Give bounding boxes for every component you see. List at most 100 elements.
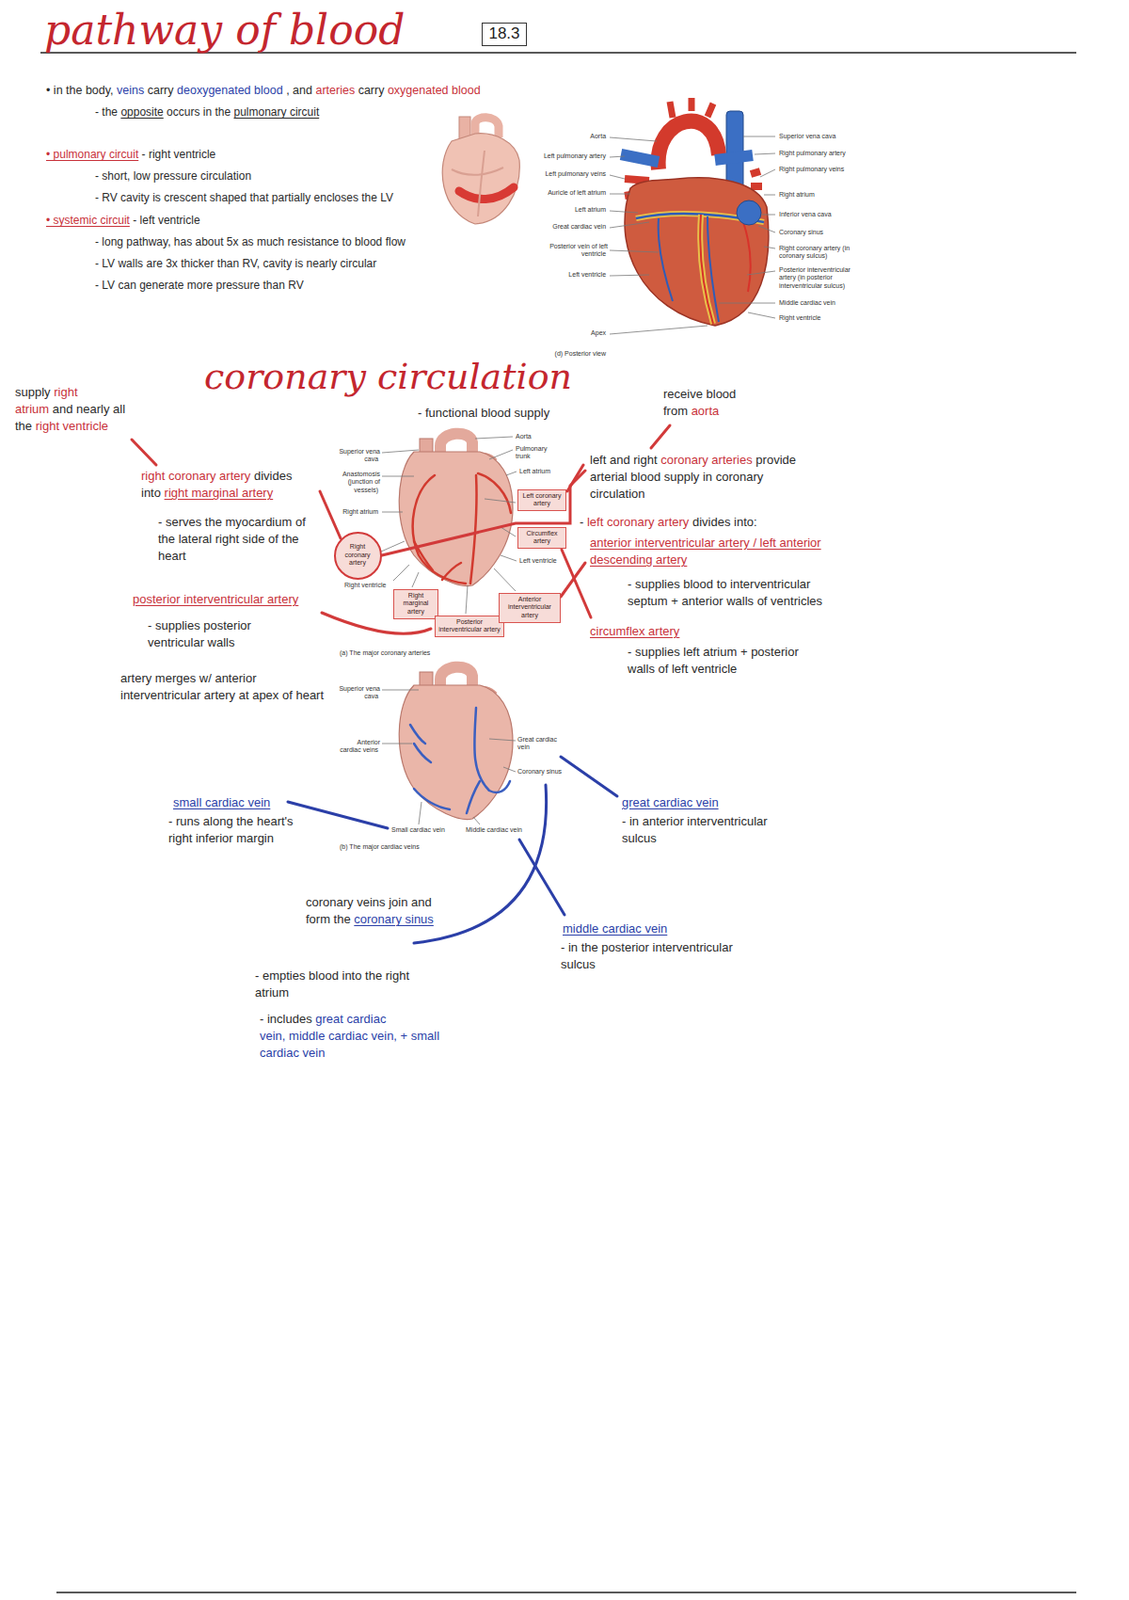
part-label: Right pulmonary artery bbox=[779, 149, 846, 157]
part-label-block: Great cardiac vein bbox=[517, 735, 561, 752]
part-label: Left atrium bbox=[574, 206, 606, 213]
note-text: coronary sinus bbox=[353, 911, 434, 926]
node-label: Anterior interventricular artery bbox=[502, 595, 557, 620]
part-label-block: Posterior vein of left ventricle bbox=[526, 242, 608, 259]
note-text: coronary arteries bbox=[660, 452, 753, 467]
note-text-block: - serves the myocardium of the lateral r… bbox=[158, 513, 319, 566]
note-heading: anterior interventricular artery / left … bbox=[589, 535, 822, 567]
note-text-block: - includesgreat cardiac vein,middle card… bbox=[259, 1010, 448, 1063]
note-text: supply bbox=[15, 384, 51, 399]
note-text-block: - in anterior interventricular sulcus bbox=[621, 812, 792, 847]
note-text-block: • in the body,veinscarrydeoxygenated blo… bbox=[46, 82, 762, 100]
note-text-block: right coronary arterydivides intoright m… bbox=[141, 467, 330, 502]
note-text: oxygenated blood bbox=[387, 83, 481, 97]
part-label-block: Coronary sinus bbox=[779, 228, 864, 237]
note-text: occurs in the bbox=[166, 105, 231, 119]
note-text-block: -left coronary arterydivides into: bbox=[579, 513, 825, 531]
note-text: arteries bbox=[315, 83, 355, 97]
note-text: - long pathway, has about 5x as much res… bbox=[95, 235, 406, 249]
note-heading: circumflex artery bbox=[589, 623, 680, 638]
note-text: - LV can generate more pressure than RV bbox=[95, 278, 304, 292]
note-text-block: - LV can generate more pressure than RV bbox=[95, 277, 491, 294]
note-text: - LV walls are 3x thicker than RV, cavit… bbox=[95, 256, 377, 271]
note-heading-block: • pulmonary circuit- right ventricle bbox=[46, 146, 423, 163]
part-label: Left pulmonary artery bbox=[543, 152, 606, 160]
artery-label-box: Right marginal artery bbox=[393, 588, 439, 620]
part-label-block: Right ventricle bbox=[779, 314, 864, 322]
note-text: - supplies left atrium + posterior walls… bbox=[627, 644, 799, 676]
note-text-block: - runs along the heart's right inferior … bbox=[168, 812, 310, 847]
figure-caption: (b) The major cardiac veins bbox=[339, 842, 420, 850]
note-text: deoxygenated blood bbox=[176, 83, 284, 97]
part-label: Left atrium bbox=[519, 467, 551, 475]
note-text-block: - functional blood supply bbox=[417, 404, 700, 422]
page-title: pathway of blood bbox=[44, 5, 405, 56]
part-label-block: Anastomosis (junction of vessels) bbox=[331, 470, 381, 494]
note-text: right ventricle bbox=[35, 418, 109, 433]
node-label: Right coronary artery bbox=[341, 542, 374, 567]
node-text-group: 18.3 bbox=[488, 24, 520, 44]
part-label: Great cardiac vein bbox=[517, 735, 557, 750]
note-text-block: supplyright atriumand nearly all therigh… bbox=[15, 383, 138, 436]
artery-label-box: Posterior interventricular artery bbox=[434, 615, 505, 637]
artery-label-circle: Right coronary artery bbox=[333, 531, 382, 580]
heart-coronary-arteries bbox=[381, 433, 517, 614]
part-label: Right ventricle bbox=[779, 314, 821, 321]
part-label-block: Left ventricle bbox=[519, 556, 563, 565]
part-label-block: Middle cardiac vein bbox=[779, 299, 864, 307]
part-label-block: Left atrium bbox=[526, 206, 608, 214]
note-text-block: left and rightcoronary arteriesprovide a… bbox=[589, 451, 816, 504]
note-heading: great cardiac vein bbox=[621, 795, 719, 810]
part-label: Left ventricle bbox=[568, 270, 606, 278]
part-label: Right atrium bbox=[779, 190, 815, 198]
part-label: Right ventricle bbox=[344, 581, 386, 589]
node-text-group: Posterior interventricular artery bbox=[438, 618, 501, 635]
note-text-block: - supplies blood to interventricular sep… bbox=[627, 575, 854, 610]
part-label-block: Right atrium bbox=[336, 508, 381, 516]
note-text: opposite bbox=[120, 105, 163, 119]
part-label-block: Great cardiac vein bbox=[526, 222, 608, 231]
node-label: Posterior interventricular artery bbox=[438, 618, 501, 635]
part-label-block: Middle cardiac vein bbox=[465, 826, 532, 834]
part-label-block: Coronary sinus bbox=[517, 767, 565, 776]
part-label-block: Right ventricle bbox=[344, 581, 401, 589]
part-label: Left pulmonary veins bbox=[544, 170, 606, 177]
note-text: middle cardiac vein, + small cardiac vei… bbox=[259, 1028, 440, 1060]
section-number-box: 18.3 bbox=[481, 22, 527, 47]
part-label-block: Right pulmonary veins bbox=[779, 165, 864, 174]
part-label: Great cardiac vein bbox=[552, 222, 606, 230]
part-label: Coronary sinus bbox=[779, 228, 824, 236]
note-text: - supplies blood to interventricular sep… bbox=[627, 576, 823, 608]
part-label-block: Pulmonary trunk bbox=[515, 445, 563, 462]
note-text: right coronary artery bbox=[141, 468, 251, 483]
artery-label-box: Left coronary artery bbox=[517, 489, 567, 511]
part-label: Posterior vein of left ventricle bbox=[549, 242, 608, 257]
section-heading: coronary circulation bbox=[204, 355, 573, 398]
part-label: Superior vena cava bbox=[338, 684, 381, 700]
figure-caption: (d) Posterior view bbox=[555, 349, 606, 357]
note-text-block: - RV cavity is crescent shaped that part… bbox=[95, 190, 491, 207]
part-label-block: Left ventricle bbox=[526, 270, 608, 279]
part-label-block: Anterior cardiac veins bbox=[336, 738, 381, 755]
note-heading: • pulmonary circuit bbox=[46, 147, 139, 161]
node-text-group: Right coronary artery bbox=[341, 542, 374, 567]
note-text: - runs along the heart's right inferior … bbox=[168, 813, 294, 845]
part-label-block: Left pulmonary artery bbox=[526, 152, 608, 160]
note-text: - the bbox=[95, 105, 118, 119]
note-text: - in the posterior interventricular sulc… bbox=[560, 939, 733, 971]
heart-sketch bbox=[442, 116, 520, 224]
part-label: Anastomosis (junction of vessels) bbox=[342, 470, 381, 493]
note-text-block: artery merges w/ anterior interventricul… bbox=[120, 669, 333, 704]
part-label: Aorta bbox=[589, 132, 606, 140]
figure-caption: (a) The major coronary arteries bbox=[339, 649, 430, 656]
figure-caption-block: (b) The major cardiac veins bbox=[339, 842, 566, 851]
note-text: - includes bbox=[259, 1011, 313, 1026]
note-heading: posterior interventricular artery bbox=[132, 591, 299, 606]
note-text: - in anterior interventricular sulcus bbox=[621, 813, 768, 845]
note-text: veins bbox=[116, 83, 144, 97]
note-text: pulmonary circuit bbox=[234, 105, 320, 119]
part-label-block: Superior vena cava bbox=[336, 447, 381, 464]
part-label-block: Right atrium bbox=[779, 190, 864, 199]
part-label: Middle cardiac vein bbox=[465, 826, 523, 833]
part-label: Right pulmonary veins bbox=[779, 165, 844, 173]
